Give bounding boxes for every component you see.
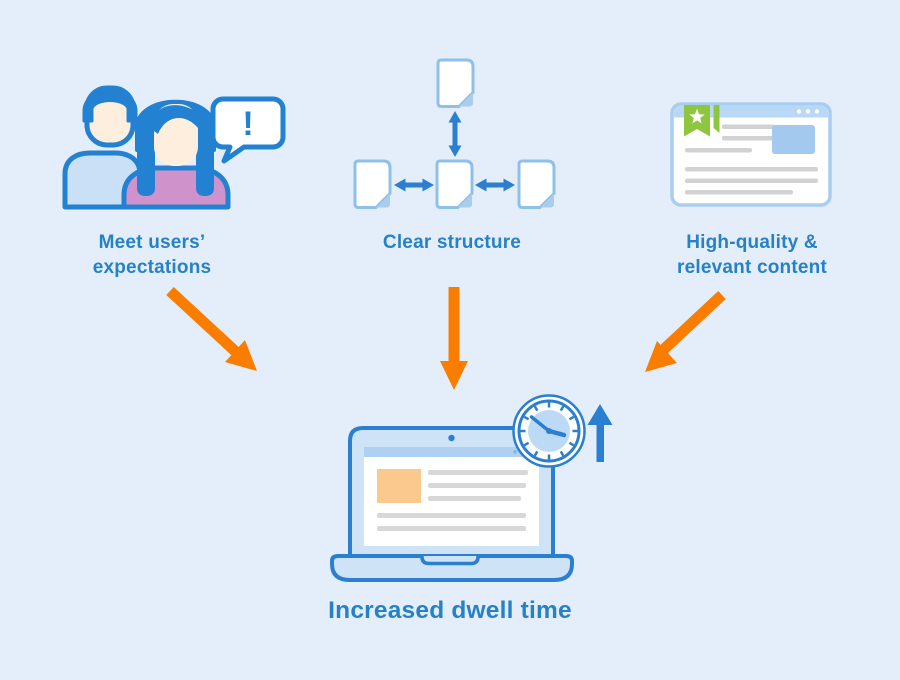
screen-text-lines (377, 470, 528, 531)
document-icon (517, 159, 556, 209)
label-line: Meet users’ (98, 232, 206, 253)
laptop-notch (420, 556, 480, 566)
clock-hand-long (529, 415, 551, 433)
double-arrow-horizontal-icon (394, 178, 434, 192)
label-line: High-quality & (686, 232, 818, 253)
star-icon (689, 108, 705, 124)
label-line: Clear structure (382, 232, 522, 253)
double-arrow-vertical-icon (448, 111, 462, 157)
label-increased-dwell-time: Increased dwell time (328, 597, 572, 624)
screen-topbar (364, 447, 539, 457)
bookmark-ribbon-icon (684, 105, 720, 137)
laptop-base (330, 554, 574, 582)
webcam-dot-icon (448, 434, 455, 442)
document-icon (436, 58, 475, 108)
screen-image-block (377, 469, 421, 503)
document-icon (353, 159, 392, 209)
article-text-lines (685, 124, 818, 195)
browser-article-icon (670, 102, 832, 207)
sitemap-icon (353, 58, 556, 209)
arrow-left-icon (166, 286, 257, 371)
label-clear-structure: Clear structure (332, 230, 572, 255)
laptop-clock-icon (330, 394, 613, 582)
up-arrow-icon (587, 404, 613, 462)
browser-dots-icon (796, 109, 820, 114)
speech-bubble (210, 96, 286, 164)
man-hair (82, 90, 138, 123)
label-line: relevant content (677, 257, 827, 278)
arrow-middle-icon (440, 287, 468, 390)
speech-bubble-text: ! (242, 104, 254, 143)
woman-hair-right-lock (196, 140, 214, 196)
laptop-icon (330, 426, 574, 582)
woman-fringe (150, 105, 201, 134)
woman-hair-left-lock (137, 140, 155, 196)
label-high-quality-content: High-quality & relevant content (632, 230, 872, 280)
article-image-block (772, 125, 815, 154)
arrow-right-icon (645, 290, 726, 372)
label-meet-users-expectations: Meet users’ expectations (32, 230, 272, 280)
document-icon (435, 159, 474, 209)
double-arrow-horizontal-icon (475, 178, 515, 192)
clock-ticks (520, 402, 578, 460)
clock-icon (512, 394, 586, 468)
users-speech-bubble-icon (62, 85, 286, 210)
browser-topbar (674, 105, 828, 118)
label-line: expectations (92, 257, 212, 278)
